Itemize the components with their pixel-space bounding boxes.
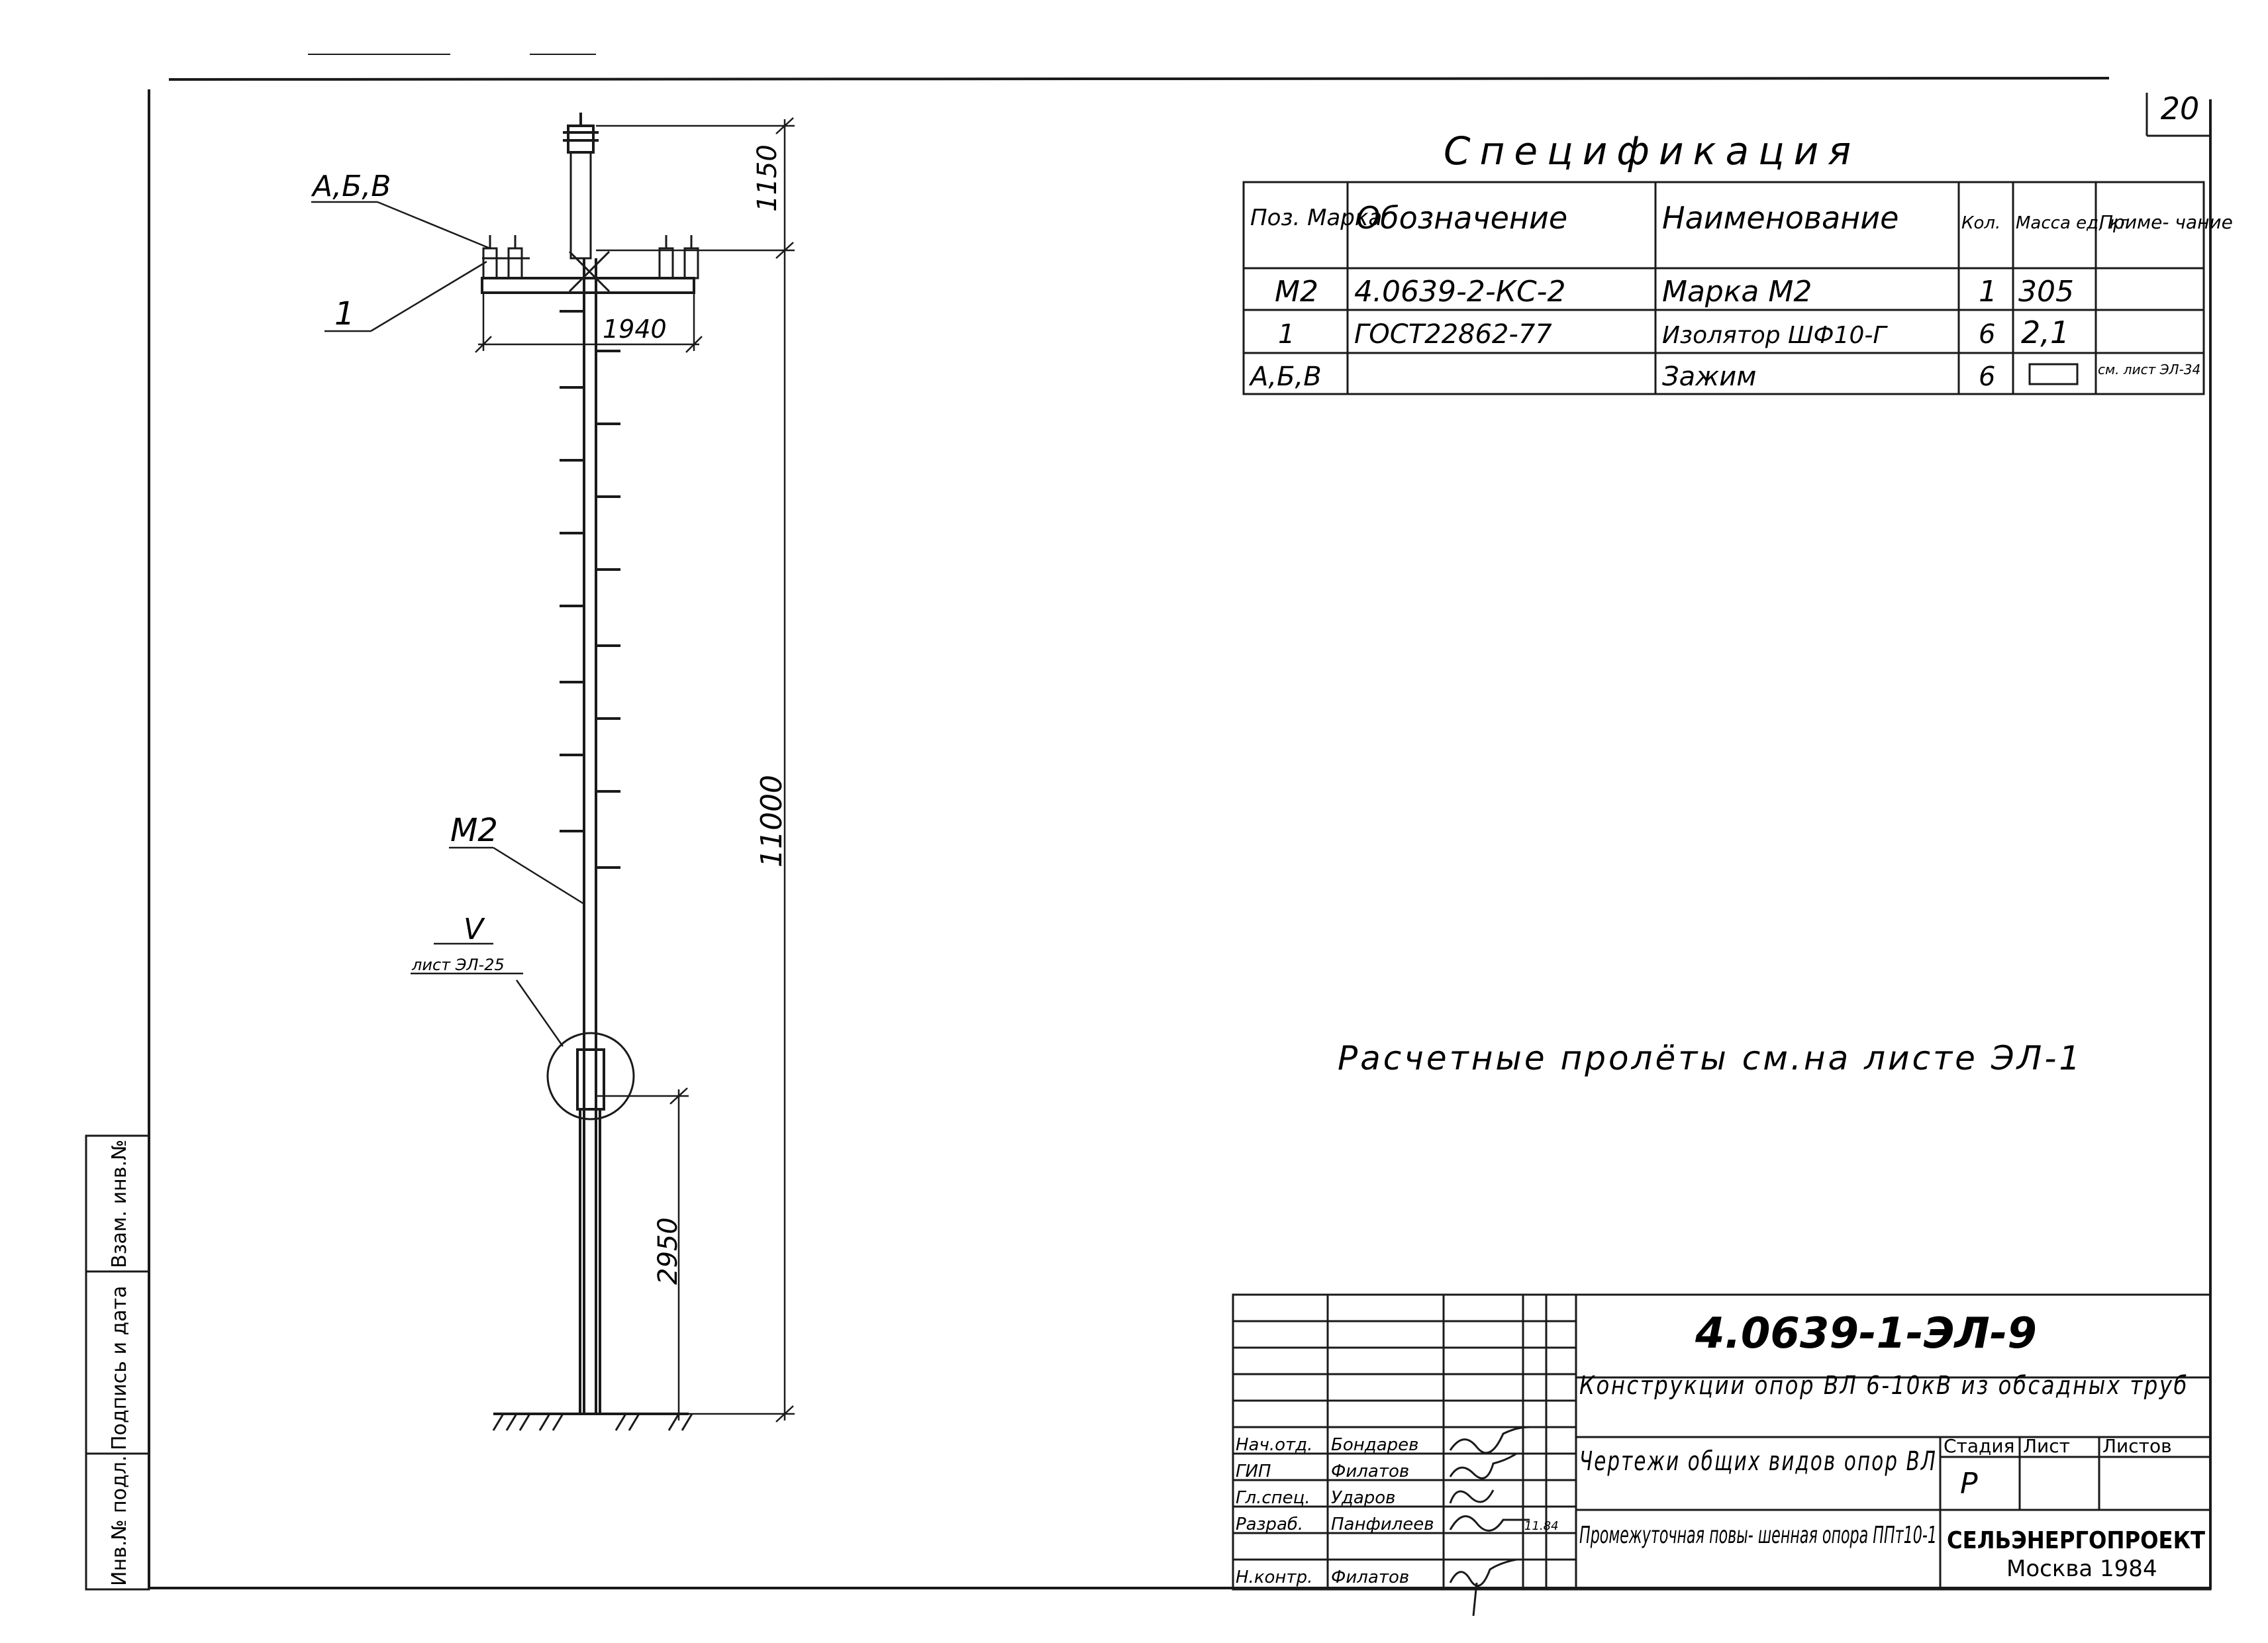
spec-row: А,Б,В Зажим 6 см. лист ЭЛ-34 (1248, 362, 2200, 392)
spec-cell-designation: 4.0639-2-КС-2 (1354, 275, 1566, 309)
spec-cell-mass: 305 (2018, 275, 2074, 309)
spec-header-name: Наименование (1662, 200, 1898, 236)
spec-cell-qty: 6 (1979, 362, 1995, 392)
spec-table (1242, 181, 2205, 395)
spec-header-designation: Обозначение (1356, 200, 1567, 236)
spec-cell-note: см. лист ЭЛ-34 (2098, 362, 2200, 377)
spec-cell-pos: А,Б,В (1248, 362, 1322, 392)
spec-cell-qty: 6 (1979, 319, 1995, 350)
signature-row: ГИП Филатов (1236, 1462, 1409, 1481)
signature-role: Гл.спец. (1236, 1488, 1310, 1508)
side-stamp-replace: Взам. инв.№ (108, 1140, 131, 1268)
title-block (1232, 1293, 2212, 1591)
title-drawing: Промежуточная повы- шенная опора ППт10-1 (1579, 1522, 1937, 1549)
spec-row: М2 4.0639-2-КС-2 Марка М2 1 305 (1275, 275, 2074, 309)
signature-role: ГИП (1236, 1462, 1271, 1481)
dim-main: 11000 (755, 775, 789, 868)
title-stage-label: Стадия (1944, 1435, 2014, 1457)
signature-row: Гл.спец. Ударов (1236, 1488, 1396, 1508)
spec-header-mass: Масса ед, кг (2016, 213, 2129, 233)
title-project: Конструкции опор ВЛ 6-10кВ из обсадных т… (1579, 1371, 2189, 1400)
title-org: СЕЛЬЭНЕРГОПРОЕКТ (1947, 1527, 2205, 1554)
spec-rows: М2 4.0639-2-КС-2 Марка М2 1 305 1 ГОСТ22… (1248, 275, 2200, 392)
dim-base: 2950 (653, 1217, 683, 1285)
signature-name: Ударов (1331, 1488, 1396, 1508)
spec-header-note: Приме- чание (2099, 211, 2233, 233)
spans-note: Расчетные пролёты см.на листе ЭЛ-1 (1338, 1039, 2083, 1077)
pole-drawing (311, 113, 795, 1431)
side-stamp-sign: Подпись и дата (108, 1286, 131, 1451)
signature-date: 11.84 (1524, 1519, 1559, 1533)
side-stamp-inv: Инв.№ подл. (108, 1456, 131, 1586)
label-detail-mark: V (464, 913, 485, 946)
spec-cell-pos: 1 (1278, 319, 1295, 350)
spec-cell-pos: М2 (1275, 275, 1318, 309)
signature-role: Н.контр. (1236, 1568, 1312, 1587)
title-sheet-label: Лист (2023, 1435, 2070, 1457)
title-sheets-label: Листов (2102, 1435, 2172, 1457)
spec-cell-name: Марка М2 (1662, 275, 1812, 309)
side-stamp (85, 1134, 150, 1591)
signature-name: Панфилеев (1331, 1515, 1434, 1534)
dim-top: 1150 (752, 144, 783, 212)
signature-list: Нач.отд. Бондарев ГИП Филатов Гл.спец. У… (1236, 1435, 1559, 1587)
title-code: 4.0639-1-ЭЛ-9 (1695, 1309, 2037, 1358)
spec-cell-name: Изолятор ШФ10-Г (1662, 322, 1888, 349)
signature-name: Бондарев (1331, 1435, 1418, 1455)
signature-name: Филатов (1331, 1568, 1409, 1587)
spec-title: Спецификация (1444, 128, 1860, 174)
signature-row: Разраб. Панфилеев 11.84 (1236, 1515, 1559, 1534)
spec-cell-qty: 1 (1979, 275, 1997, 309)
title-section: Чертежи общих видов опор ВЛ (1579, 1446, 1937, 1477)
signature-row: Н.контр. Филатов (1236, 1568, 1409, 1587)
spec-cell-mass: 2,1 (2021, 315, 2069, 350)
spec-headers: Поз. Марка Обозначение Наименование Кол.… (1250, 200, 2233, 236)
spec-row: 1 ГОСТ22862-77 Изолятор ШФ10-Г 6 2,1 (1278, 315, 2069, 350)
label-detail-ref: лист ЭЛ-25 (411, 956, 505, 974)
sheet-number: 20 (2161, 91, 2200, 126)
signature-scribbles (1449, 1426, 1530, 1617)
title-city-year: Москва 1984 (2006, 1556, 2157, 1582)
spec-cell-designation: ГОСТ22862-77 (1354, 319, 1552, 350)
signature-row: Нач.отд. Бондарев (1236, 1435, 1418, 1455)
label-mast: М2 (450, 812, 498, 849)
signature-role: Нач.отд. (1236, 1435, 1312, 1455)
spec-cell-name: Зажим (1662, 362, 1756, 392)
signature-role: Разраб. (1236, 1515, 1303, 1534)
spec-header-pos: Поз. Марка (1250, 205, 1382, 231)
spec-header-qty: Кол. (1961, 213, 2000, 233)
label-insulator: 1 (334, 295, 355, 332)
dim-crossarm: 1940 (603, 315, 667, 344)
title-stage: Р (1960, 1467, 1978, 1501)
label-clamp: А,Б,В (311, 170, 391, 203)
signature-name: Филатов (1331, 1462, 1409, 1481)
